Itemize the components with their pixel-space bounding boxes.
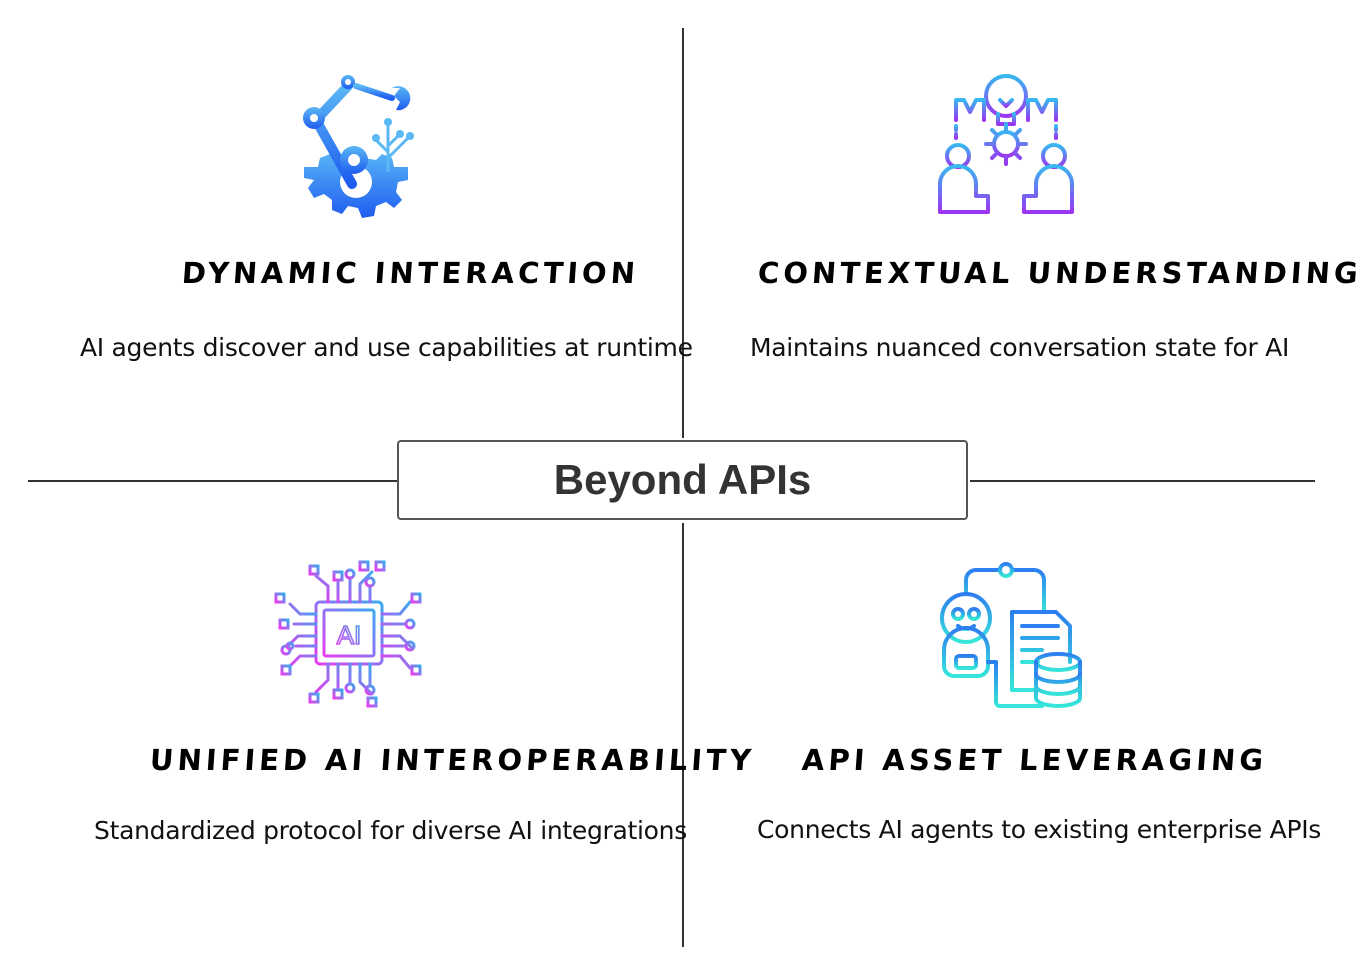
collaboration-lightbulb-icon	[938, 74, 1074, 214]
quadrant-description: Standardized protocol for diverse AI int…	[94, 816, 687, 845]
center-title: Beyond APIs	[553, 456, 812, 503]
ai-chip-label: AI	[337, 620, 362, 650]
quadrant-description: Connects AI agents to existing enterpris…	[757, 815, 1322, 844]
horizontal-divider-left	[28, 480, 398, 482]
vertical-divider-bottom	[682, 523, 684, 947]
robot-database-icon	[934, 562, 1082, 708]
quadrant-title: DYNAMIC INTERACTION	[180, 256, 641, 290]
vertical-divider-top	[682, 28, 684, 438]
quadrant-title: API ASSET LEVERAGING	[800, 743, 1269, 777]
quadrant-description: Maintains nuanced conversation state for…	[750, 333, 1290, 362]
robot-arm-gear-icon	[303, 75, 414, 218]
quadrant-title: CONTEXTUAL UNDERSTANDING	[756, 256, 1358, 290]
center-box: Beyond APIs	[397, 440, 968, 520]
ai-chip-icon: AI	[274, 560, 422, 708]
quadrant-title: UNIFIED AI INTEROPERABILITY	[148, 743, 757, 777]
horizontal-divider-right	[970, 480, 1315, 482]
quadrant-description: AI agents discover and use capabilities …	[80, 333, 693, 362]
